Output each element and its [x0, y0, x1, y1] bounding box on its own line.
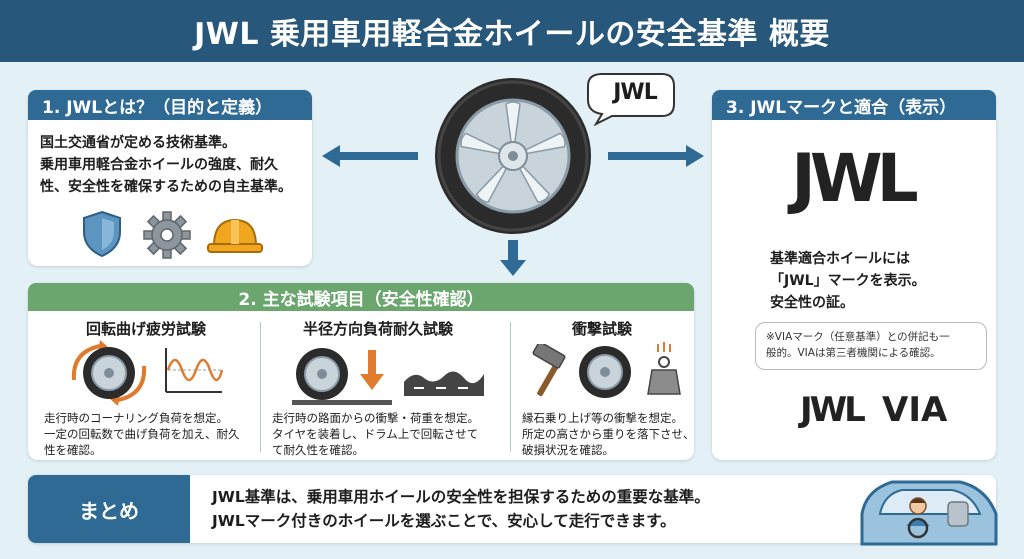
- section1-line: 国土交通省が定める技術基準。: [40, 135, 236, 151]
- hard-hat-icon: [207, 218, 263, 253]
- summary-label: まとめ: [28, 475, 190, 543]
- test-desc-line: タイヤを装着し、ドラム上で回転させて: [272, 427, 479, 441]
- section1-description: 国土交通省が定める技術基準。 乗用車用軽合金ホイールの強度、耐久 性、安全性を確…: [40, 132, 310, 198]
- via-mark: VIA: [882, 390, 948, 430]
- column-divider: [510, 322, 511, 452]
- via-note-line: ※VIAマーク（任意基準）との併記も一: [766, 331, 950, 343]
- test-rotating-bending: 回転曲げ疲労試験 走行時のコーナリング負荷を想定。 一定の回転数で曲げ負荷を加え…: [34, 318, 258, 458]
- test-desc-line: て耐久性を確認。: [272, 443, 364, 457]
- test-desc-line: 縁石乗り上げ等の衝撃を想定。: [522, 411, 683, 425]
- gear-icon: [143, 211, 191, 259]
- test-description: 走行時の路面からの衝撃・荷重を想定。 タイヤを装着し、ドラム上で回転させて て耐…: [272, 410, 482, 458]
- test-desc-line: 性を確認。: [44, 443, 102, 457]
- arrow-down-icon: [500, 240, 526, 276]
- bubble-mark-text: JWL: [613, 80, 657, 105]
- arrow-left-icon: [322, 145, 418, 167]
- impact-wheel-icon: [579, 346, 631, 398]
- test-description: 縁石乗り上げ等の衝撃を想定。 所定の高さから重りを落下させ、 破損状況を確認。: [522, 410, 732, 458]
- arrow-right-icon: [608, 145, 704, 167]
- driver-car-icon: [860, 480, 998, 546]
- test-desc-line: 走行時のコーナリング負荷を想定。: [44, 411, 228, 425]
- section1-line: 性、安全性を確保するための自主基準。: [40, 179, 292, 195]
- fatigue-wave-chart-icon: [165, 348, 224, 393]
- column-divider: [260, 322, 261, 452]
- hammer-icon: [532, 344, 566, 397]
- test-description: 走行時のコーナリング負荷を想定。 一定の回転数で曲げ負荷を加え、耐久 性を確認。: [44, 410, 254, 458]
- summary-text: JWL基準は、乗用車用ホイールの安全性を担保するための重要な基準。 JWLマーク…: [212, 485, 710, 533]
- via-note-line: 般的。VIAは第三者機関による確認。: [766, 347, 941, 359]
- test-desc-line: 所定の高さから重りを落下させ、: [522, 427, 695, 441]
- section2-heading: 2. 主な試験項目（安全性確認）: [28, 283, 694, 311]
- section1-line: 乗用車用軽合金ホイールの強度、耐久: [40, 157, 278, 173]
- test-title: 半径方向負荷耐久試験: [302, 320, 453, 338]
- rotating-wheel-icon: [71, 340, 147, 406]
- test-desc-line: 一定の回転数で曲げ負荷を加え、耐久: [44, 427, 240, 441]
- test-impact: 衝撃試験 縁石乗り上げ等の衝撃を想定。 所定の高さから重りを落下させ、 破損状況…: [512, 318, 695, 458]
- weight-icon: [647, 342, 681, 395]
- page-title: JWL 乗用車用軽合金ホイールの安全基準 概要: [194, 17, 830, 52]
- road-surface-icon: [404, 371, 484, 396]
- shield-icon: [83, 210, 121, 258]
- section3-line: 基準適合ホイールには: [770, 251, 910, 267]
- summary-line: JWLマーク付きのホイールを選ぶことで、安心して走行できます。: [212, 512, 676, 530]
- test-desc-line: 走行時の路面からの衝撃・荷重を想定。: [272, 411, 479, 425]
- test-desc-line: 破損状況を確認。: [522, 443, 614, 457]
- test-title: 回転曲げ疲労試験: [85, 320, 206, 338]
- via-note-bubble: ※VIAマーク（任意基準）との併記も一 般的。VIAは第三者機関による確認。: [755, 322, 987, 370]
- section1-heading: 1. JWLとは？（目的と定義）: [28, 90, 312, 120]
- section3-heading: 3. JWLマークと適合（表示）: [712, 90, 996, 120]
- jwl-mark-large: JWL: [791, 140, 918, 217]
- radial-load-wheel-icon: [292, 348, 392, 405]
- section3-line: 安全性の証。: [770, 295, 854, 311]
- test-title: 衝撃試験: [571, 320, 632, 338]
- summary-line: JWL基準は、乗用車用ホイールの安全性を担保するための重要な基準。: [212, 488, 710, 506]
- section3-description: 基準適合ホイールには 「JWL」マークを表示。 安全性の証。: [770, 248, 980, 314]
- center-wheel-illustration: [435, 78, 591, 234]
- title-banner: JWL 乗用車用軽合金ホイールの安全基準 概要: [0, 0, 1024, 62]
- section-jwl-mark: [712, 90, 996, 460]
- jwl-speech-bubble: [587, 73, 675, 126]
- test-radial-load: 半径方向負荷耐久試験 走行時の路面からの衝撃・荷重を想定。 タイヤを装着し、ドラ…: [262, 318, 494, 458]
- section3-line: 「JWL」マークを表示。: [770, 273, 926, 289]
- jwl-mark-small: JWL: [800, 390, 866, 430]
